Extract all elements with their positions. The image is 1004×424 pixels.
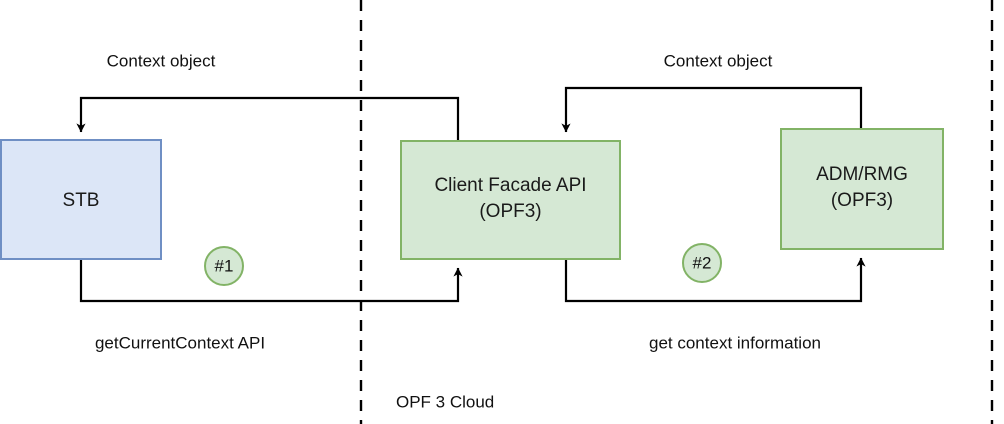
edge-label-get-current-context-api: getCurrentContext API [95,333,265,352]
node-adm-rmg-label-line2: (OPF3) [831,190,893,211]
node-client-facade-api-rect [400,140,621,260]
connector-context-object-left [76,96,460,141]
node-client-facade-api-label-line2: (OPF3) [479,201,541,222]
node-client-facade-api-label-line1: Client Facade API [434,175,586,196]
badge-step-2-label: #2 [693,253,712,272]
edge-label-context-object-left: Context object [107,51,216,70]
edge-label-context-object-right: Context object [664,51,773,70]
edge-label-get-context-information: get context information [649,333,821,352]
node-stb-rect [0,139,162,260]
node-stb-label: STB [63,190,100,211]
node-adm-rmg[interactable]: ADM/RMG (OPF3) [780,128,944,250]
badge-step-1-label: #1 [215,256,234,275]
badge-step-1-circle [204,246,244,286]
badge-step-2-circle [682,243,722,283]
node-client-facade-api[interactable]: Client Facade API (OPF3) [400,140,621,260]
zone-label-opf3-cloud: OPF 3 Cloud [396,392,494,411]
node-adm-rmg-rect [780,128,944,250]
badge-step-2[interactable]: #2 [682,243,722,283]
badge-step-1[interactable]: #1 [204,246,244,286]
node-adm-rmg-label-line1: ADM/RMG [816,164,908,185]
connector-get-context-information [564,257,866,303]
node-stb[interactable]: STB [0,139,162,260]
connector-get-current-context-api [79,259,463,303]
connector-context-object-right [561,86,863,133]
